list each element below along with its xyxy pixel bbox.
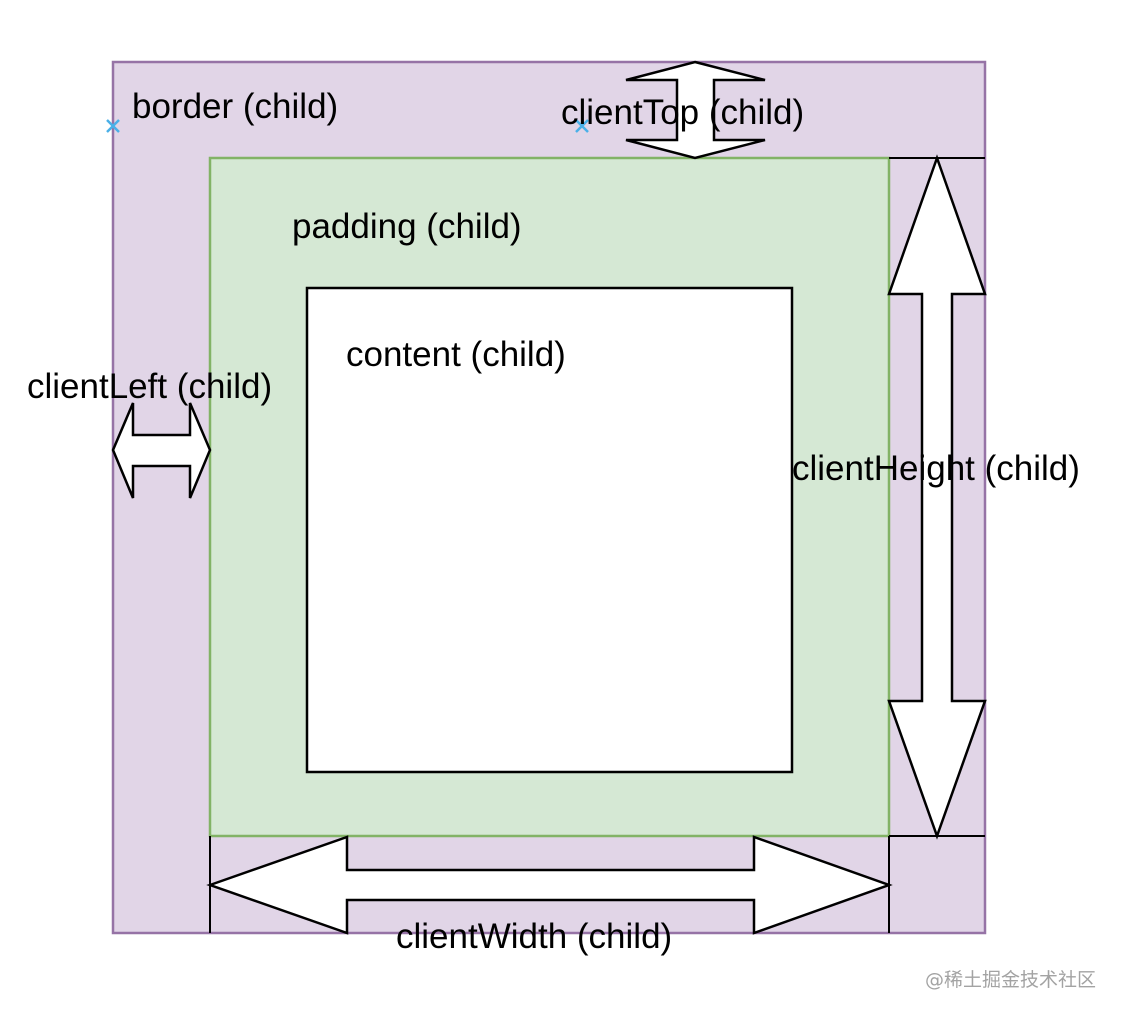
padding-label: padding (child) <box>292 207 522 246</box>
client-left-arrow <box>111 402 212 499</box>
content-label: content (child) <box>346 335 566 374</box>
client-width-label: clientWidth (child) <box>396 917 672 956</box>
connection-marker-top <box>575 119 589 133</box>
client-left-label: clientLeft (child) <box>27 367 272 406</box>
content-box <box>305 286 794 774</box>
connection-marker-left <box>106 119 120 133</box>
watermark: @稀土掘金技术社区 <box>925 969 1096 991</box>
border-label: border (child) <box>132 87 338 126</box>
client-top-label: clientTop (child) <box>561 93 804 132</box>
client-width-arrow <box>206 835 893 935</box>
client-top-arrow <box>625 60 766 160</box>
client-height-arrow <box>887 154 987 840</box>
client-height-label: clientHeight (child) <box>792 449 1080 488</box>
